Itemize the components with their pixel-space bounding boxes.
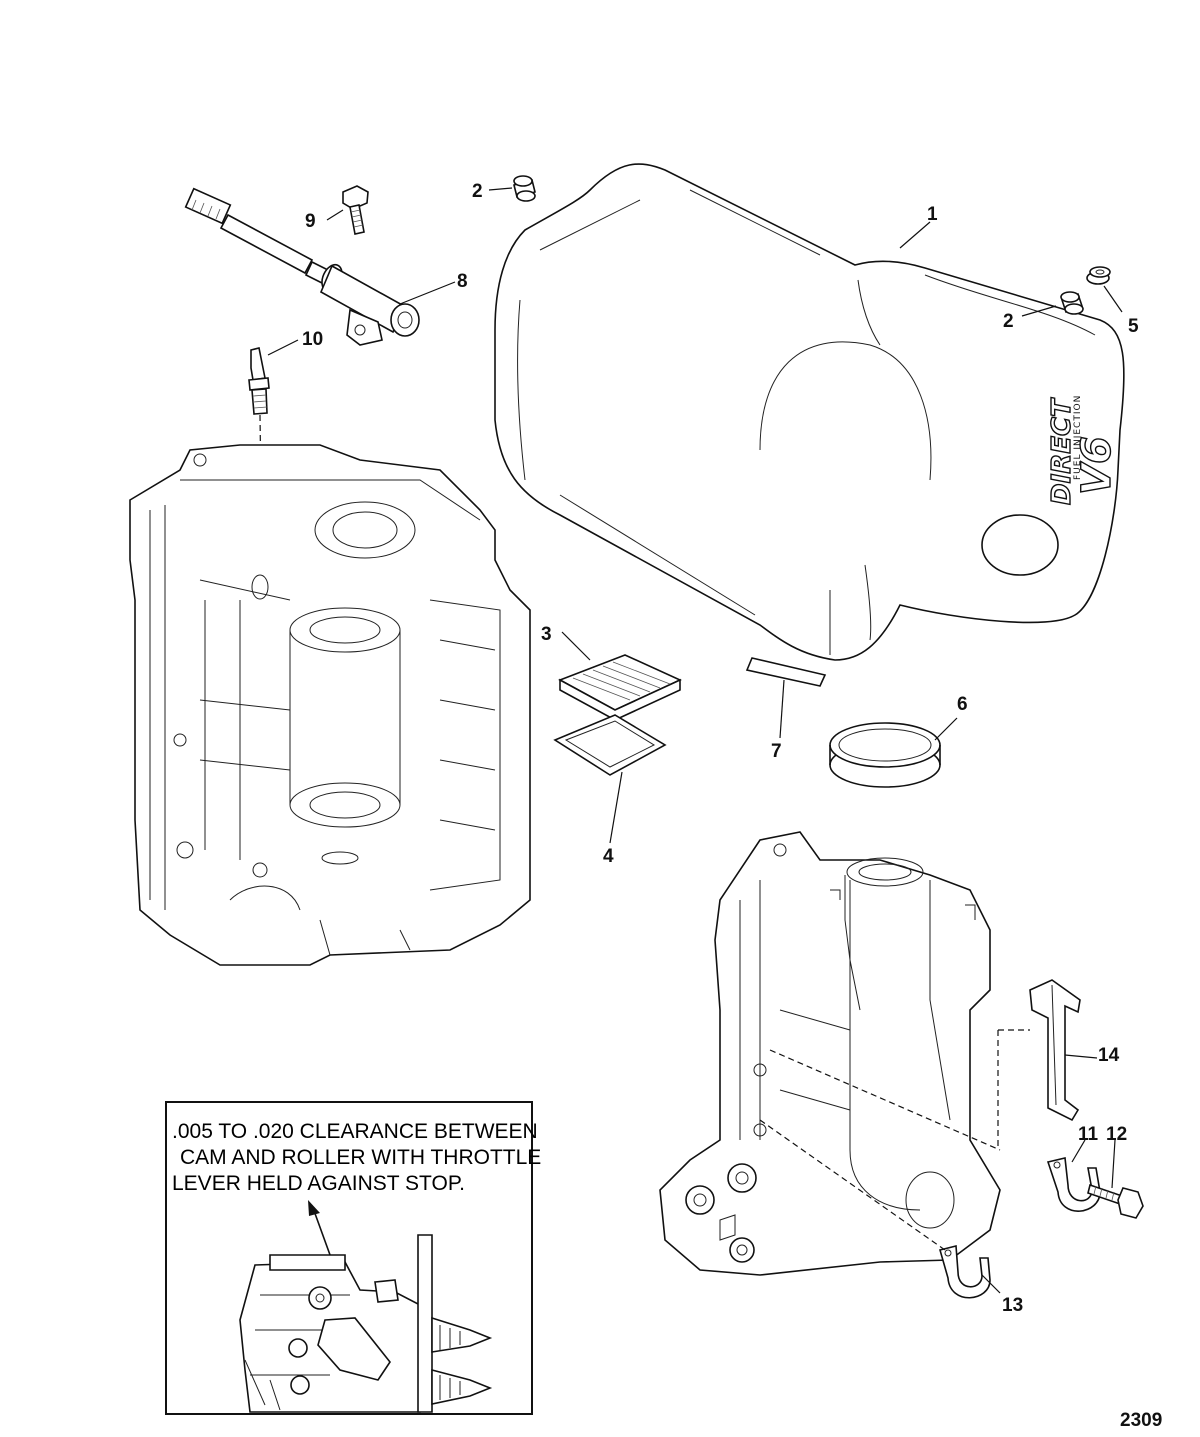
- clamp-part-13: [939, 1244, 991, 1299]
- callout-8: 8: [457, 271, 468, 292]
- arrow-head-icon: [308, 1200, 320, 1216]
- cover-logo-fuel-injection: FUEL INJECTION: [1073, 395, 1083, 480]
- note-line-2: CAM AND ROLLER WITH THROTTLE: [180, 1146, 541, 1169]
- filter-part-3: [558, 654, 682, 721]
- sensor-part: [184, 187, 420, 346]
- assembly-lines: [759, 1029, 1030, 1251]
- callout-7: 7: [771, 741, 782, 762]
- clamp-part-11: [1046, 1157, 1101, 1212]
- callout-10: 10: [302, 329, 323, 350]
- callout-2-top: 2: [472, 181, 483, 202]
- callout-4: 4: [603, 846, 614, 867]
- fitting-part-10: [248, 347, 270, 576]
- bolt-part-9: [342, 185, 369, 235]
- callout-14: 14: [1098, 1045, 1120, 1066]
- bracket-part-14: [1029, 979, 1081, 1122]
- pad-part-7: [745, 657, 827, 687]
- callout-11: 11: [1078, 1124, 1099, 1145]
- ring-part-6: [829, 722, 941, 788]
- callout-9: 9: [305, 211, 316, 232]
- cover-logo-direct: DIRECT: [1047, 397, 1077, 505]
- figure-number: 2309: [1120, 1410, 1162, 1431]
- callout-12: 12: [1106, 1124, 1127, 1145]
- gasket-part-4: [553, 714, 667, 776]
- intake-manifold-part: [659, 831, 1001, 1276]
- throttle-body-detail: [239, 1234, 493, 1413]
- callout-2-right: 2: [1003, 311, 1014, 332]
- callout-1: 1: [927, 204, 938, 225]
- grommet-part-2b: [1060, 291, 1084, 315]
- callout-5: 5: [1128, 316, 1139, 337]
- note-line-3: LEVER HELD AGAINST STOP.: [172, 1172, 465, 1195]
- bolt-part-12: [1087, 1183, 1144, 1219]
- grommet-part-2a: [513, 175, 536, 202]
- callout-3: 3: [541, 624, 552, 645]
- callout-13: 13: [1002, 1295, 1023, 1316]
- note-line-1: .005 TO .020 CLEARANCE BETWEEN: [172, 1120, 538, 1143]
- callout-6: 6: [957, 694, 968, 715]
- clearance-note-inset: .005 TO .020 CLEARANCE BETWEEN CAM AND R…: [165, 1101, 541, 1415]
- callout-numbers: 1 2 2 3 4 5 6 7 8 9 10 11 12 13 14: [302, 181, 1139, 1316]
- grommet-part-5: [1086, 266, 1111, 285]
- cover-logo-v6: V6: [1074, 436, 1120, 495]
- engine-cover-part: DIRECT FUEL INJECTION V6: [494, 163, 1125, 661]
- leader-lines: [267, 187, 1123, 1294]
- cylinder-block-part: [129, 444, 531, 966]
